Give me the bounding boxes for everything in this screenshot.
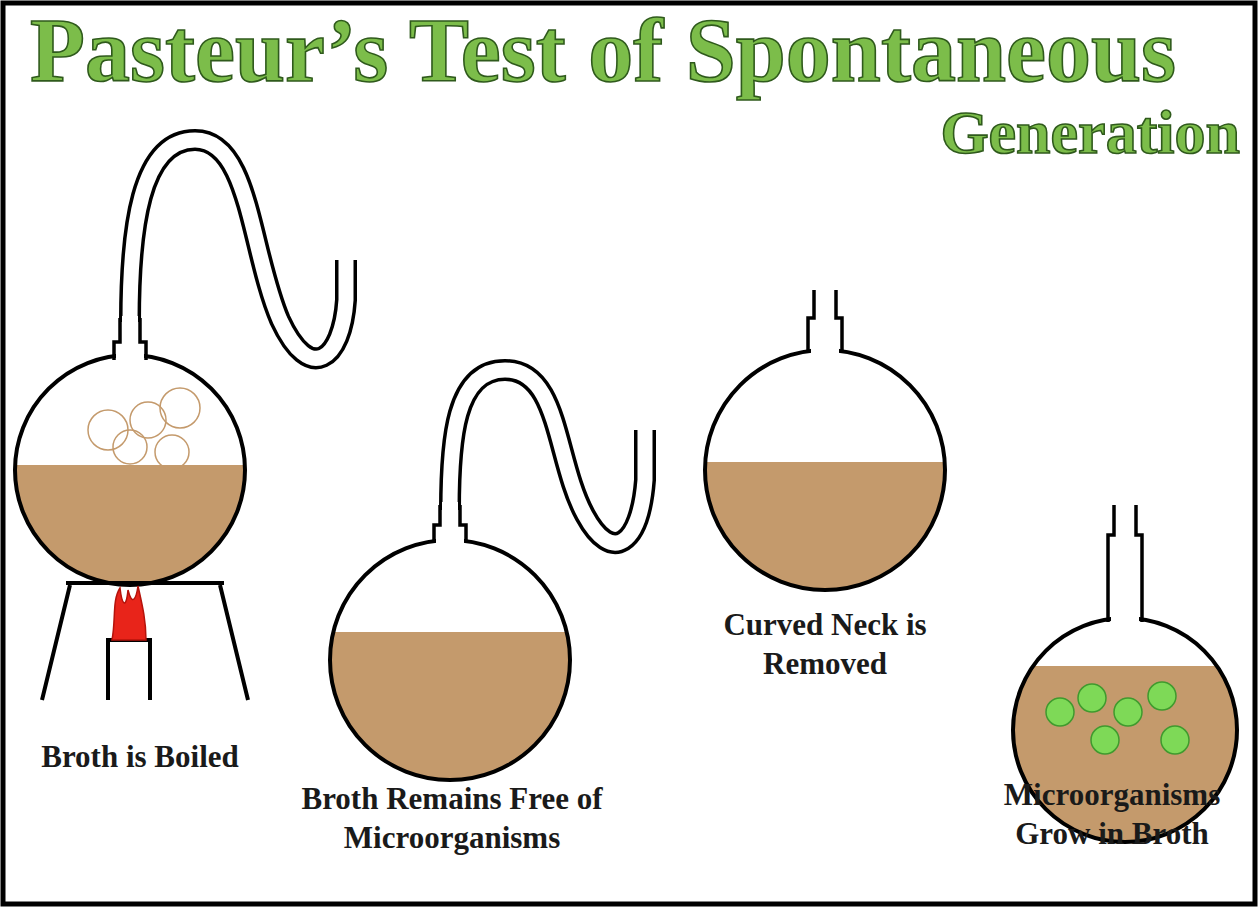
diagram-title: Pasteur’s Test of Spontaneous Generation	[30, 2, 1240, 166]
step-caption: Broth is Boiled	[10, 738, 270, 777]
step-caption: Microorganisms Grow in Broth	[981, 776, 1243, 854]
step-caption: Broth Remains Free of Microorganisms	[297, 780, 607, 858]
step-caption: Curved Neck is Removed	[723, 606, 928, 684]
